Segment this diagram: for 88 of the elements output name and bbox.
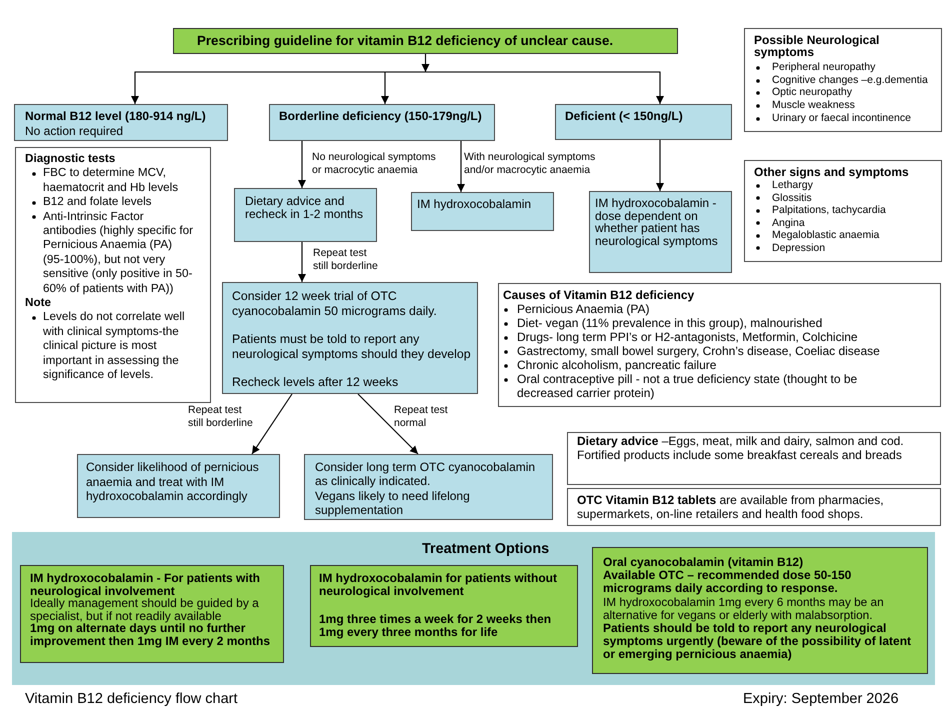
body-text: 1mg three times a week for 2 weeks then 1mg every three months for life: [319, 613, 552, 638]
list-item: Lethargy: [772, 179, 814, 192]
action-box: [411, 192, 554, 231]
notes-panel: [498, 283, 941, 407]
list-item: Levels do not correlate well with clinical symptoms-the clinical picture is most important in assessing the significance of levels.: [43, 310, 186, 382]
heading: Normal B12 level (180-914 ng/L): [25, 109, 207, 124]
list-item: Megaloblastic anaemia: [772, 229, 880, 242]
body-text: Consider likelihood of pernicious anaemia and treat with IM hydroxocobalamin accordingly: [86, 460, 260, 504]
list-item: Urinary or faecal incontinence: [772, 112, 912, 125]
title-text: Prescribing guideline for vitamin B12 deficiency of unclear cause.: [197, 33, 614, 49]
footer-text: Expiry: September 2026: [743, 691, 899, 708]
edge-label: Repeat test still borderline: [188, 404, 254, 430]
heading: Note: [25, 296, 52, 310]
list-item: B12 and folate levels: [43, 195, 153, 210]
arrow: [298, 141, 306, 188]
list-item: Oral contraceptive pill - not a true deficiency state (thought to be decreased carrier protein): [517, 372, 858, 400]
edge-label: Repeat test still borderline: [313, 247, 379, 273]
body-text: OTC Vitamin B12 tablets are available from pharmacies, supermarkets, on-line retailers and health food shops.: [577, 493, 885, 522]
action-box: [589, 191, 732, 273]
body-text: Patients should be told to report any neurological symptoms urgently (beware of the possibility of latent or emerging pernicious anaemia): [603, 622, 912, 662]
heading: Borderline deficiency (150-179ng/L): [279, 109, 483, 124]
list-item: Optic neuropathy: [772, 86, 853, 100]
body-text: Dietary advice and recheck in 1-2 months: [245, 195, 364, 222]
list-item: Cognitive changes –e.g.dementia: [772, 74, 929, 86]
edge-label: With neurological symptoms and/or macrocytic anaemia: [464, 151, 596, 177]
arrow: [298, 242, 306, 282]
notes-panel: [744, 28, 942, 132]
body-text: Vegans likely to need lifelong supplementation: [315, 488, 471, 518]
list-item: Angina: [772, 216, 806, 229]
treatment-band: [12, 532, 935, 685]
list-item: Pernicious Anaemia (PA): [517, 302, 651, 316]
level-box: [555, 104, 732, 140]
list-item: Glossitis: [772, 192, 813, 204]
body-text: IM hydroxocobalamin 1mg every 6 months may be an alternative for vegans or elderly with malabsorption.: [603, 596, 885, 622]
arrow: [381, 71, 426, 104]
arrow: [252, 394, 292, 454]
action-box: [304, 454, 553, 520]
list-item: Peripheral neuropathy: [772, 61, 876, 74]
treatment-box: [310, 565, 578, 647]
list-item: Gastrectomy, small bowel surgery, Crohn’s disease, Coeliac disease: [517, 344, 881, 358]
list-item: Chronic alcoholism, pancreatic failure: [517, 358, 718, 372]
notes-panel: [744, 160, 942, 262]
body-text: 1mg on alternate days until no further improvement then 1mg IM every 2 months: [30, 622, 272, 647]
body-text: Available OTC – recommended dose 50-150 micrograms daily according to response.: [603, 569, 852, 596]
arrow: [422, 54, 430, 72]
heading: Other signs and symptoms: [754, 166, 910, 179]
info-panel: [567, 432, 941, 485]
arrow: [426, 71, 664, 104]
body-text: Dietary advice –Eggs, meat, milk and dairy, salmon and cod. Fortified products include some breakfast cereals and breads: [577, 434, 905, 463]
notes-panel: [15, 147, 211, 403]
heading: Diagnostic tests: [25, 152, 116, 166]
list-item: Palpitations, tachycardia: [772, 204, 887, 216]
heading: Possible Neurological symptoms: [754, 34, 880, 58]
arrow: [656, 140, 664, 191]
body-text: IM hydroxocobalamin for patients without neurological involvement: [319, 572, 558, 598]
body-text: IM hydroxocobalamin: [417, 197, 532, 211]
body-text: Consider 12 week trial of OTC cyanocobalamin 50 micrograms daily.: [232, 289, 438, 318]
heading: Causes of Vitamin B12 deficiency: [503, 288, 696, 302]
footer-text: Vitamin B12 deficiency flow chart: [25, 691, 238, 708]
body-text: Oral cyanocobalamin (vitamin B12): [603, 556, 804, 570]
body-text: No action required: [25, 124, 124, 139]
body-text: Ideally management should be guided by a specialist, but if not readily available: [30, 597, 260, 622]
edge-label: Repeat test normal: [394, 404, 449, 430]
body-text: Patients must be told to report any neurological symptoms should they develop: [232, 332, 472, 361]
heading: Deficient (< 150ng/L): [565, 109, 684, 124]
body-text: Recheck levels after 12 weeks: [232, 375, 400, 390]
action-box: [234, 188, 377, 242]
treatment-box: [592, 547, 928, 674]
list-item: Depression: [772, 242, 826, 254]
body-text: IM hydroxocobalamin - For patients with neurological involvement: [30, 572, 262, 597]
list-item: Muscle weakness: [772, 99, 856, 112]
title-banner: [173, 28, 678, 54]
action-box: [222, 282, 478, 394]
section-heading: Treatment Options: [422, 541, 550, 558]
level-box: [269, 104, 495, 141]
arrow: [358, 394, 418, 454]
level-box: [14, 104, 228, 141]
list-item: Drugs- long term PPI’s or H2-antagonists, Metformin, Colchicine: [517, 330, 859, 344]
treatment-box: [20, 565, 284, 663]
edge-label: No neurological symptoms or macrocytic anaemia: [312, 151, 437, 177]
list-item: Anti-Intrinsic Factor antibodies (highly specific for Pernicious Anaemia (PA) (95-100%), but not very sensitive (only positive in 50-60% of patients with PA)): [43, 210, 194, 296]
arrow: [457, 141, 465, 192]
body-text: IM hydroxocobalamin - dose dependent on whether patient has neurological symptoms: [595, 197, 719, 247]
action-box: [77, 454, 280, 518]
info-panel: [567, 488, 941, 526]
list-item: Diet- vegan (11% prevalence in this group), malnourished: [517, 316, 824, 330]
list-item: FBC to determine MCV, haematocrit and Hb levels: [43, 166, 180, 196]
body-text: Consider long term OTC cyanocobalamin as clinically indicated.: [315, 460, 536, 489]
